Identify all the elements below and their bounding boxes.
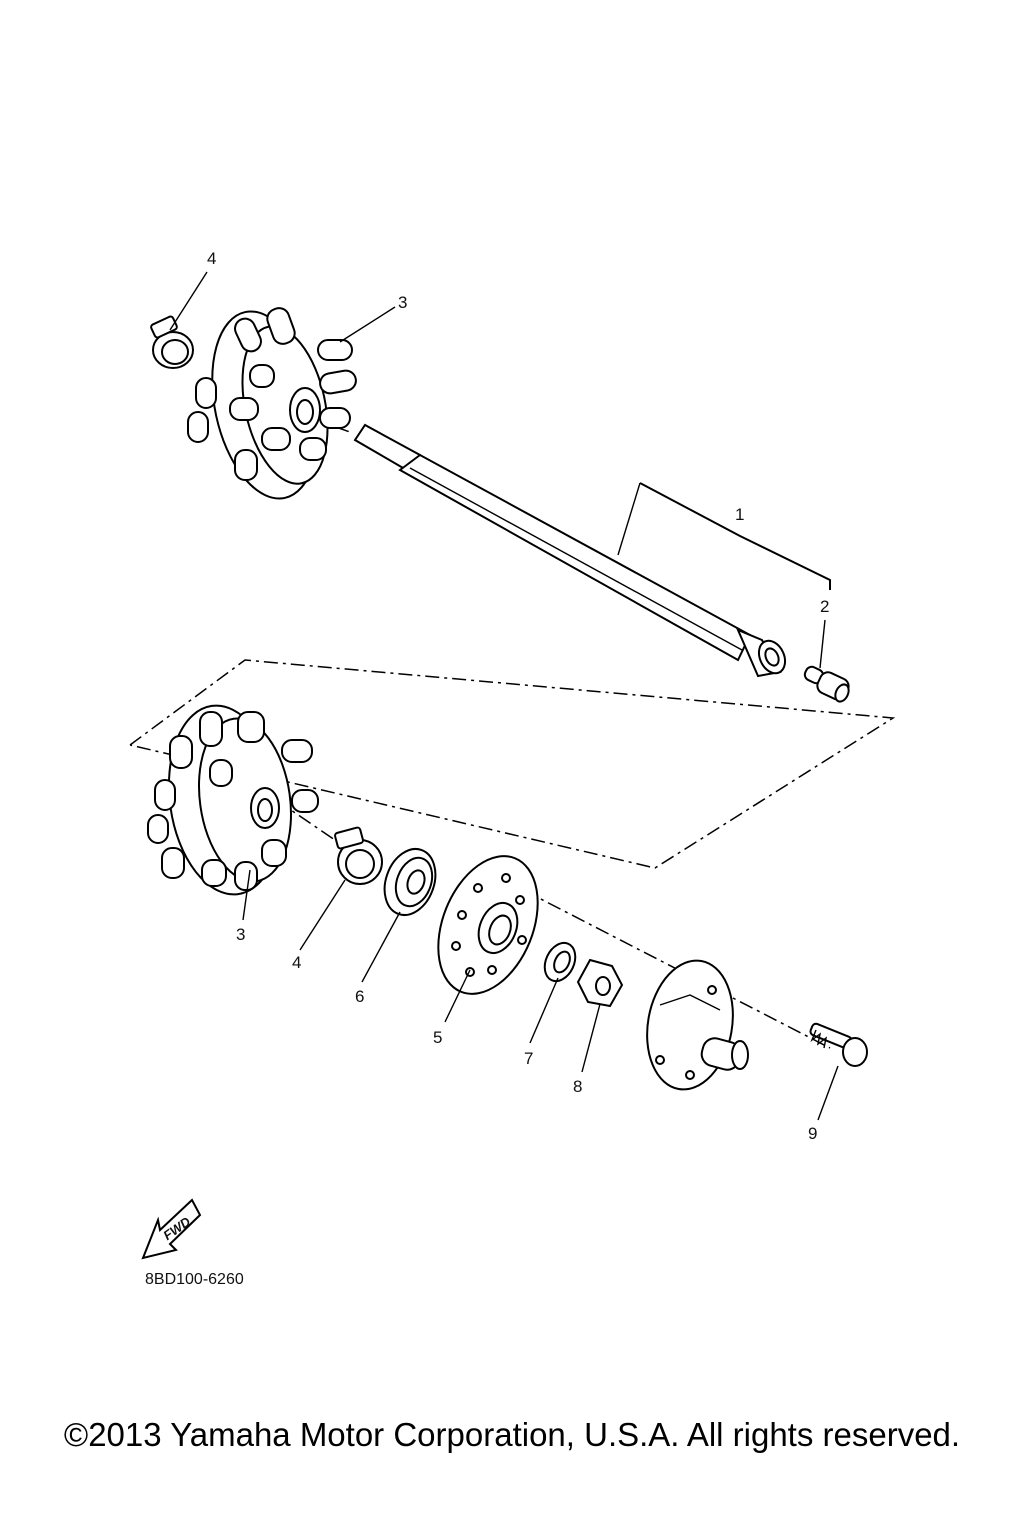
leader-lines (169, 271, 839, 1121)
forward-arrow-icon: FWD (141, 1198, 202, 1260)
callout-6: 6 (355, 987, 364, 1006)
callout-labels: 1 2 3 4 3 4 6 5 7 8 9 (207, 249, 829, 1143)
callout-8: 8 (573, 1077, 582, 1096)
hose-clamp-bottom (334, 826, 383, 885)
mounting-plate (437, 855, 539, 995)
drive-shaft (353, 423, 787, 678)
callout-3-bottom: 3 (236, 925, 245, 944)
callout-2: 2 (820, 597, 829, 616)
washer (543, 941, 577, 983)
callout-7: 7 (524, 1049, 533, 1068)
bearing-hub (646, 959, 749, 1091)
callout-4-bottom: 4 (292, 953, 301, 972)
drive-sprocket-bottom (147, 704, 319, 896)
callout-3-top: 3 (398, 293, 407, 312)
hex-nut (576, 958, 624, 1008)
drive-sprocket-top (187, 307, 357, 500)
ball-bearing (383, 848, 437, 916)
callout-1: 1 (735, 505, 744, 524)
hose-clamp-top (150, 315, 194, 369)
flange-bolt (809, 1022, 868, 1067)
drawing-code: 8BD100-6260 (145, 1271, 244, 1288)
copyright-notice: ©2013 Yamaha Motor Corporation, U.S.A. A… (63, 1416, 961, 1453)
callout-5: 5 (433, 1028, 442, 1047)
callout-4-top: 4 (207, 249, 216, 268)
callout-9: 9 (808, 1124, 817, 1143)
shaft-pin (803, 665, 850, 703)
